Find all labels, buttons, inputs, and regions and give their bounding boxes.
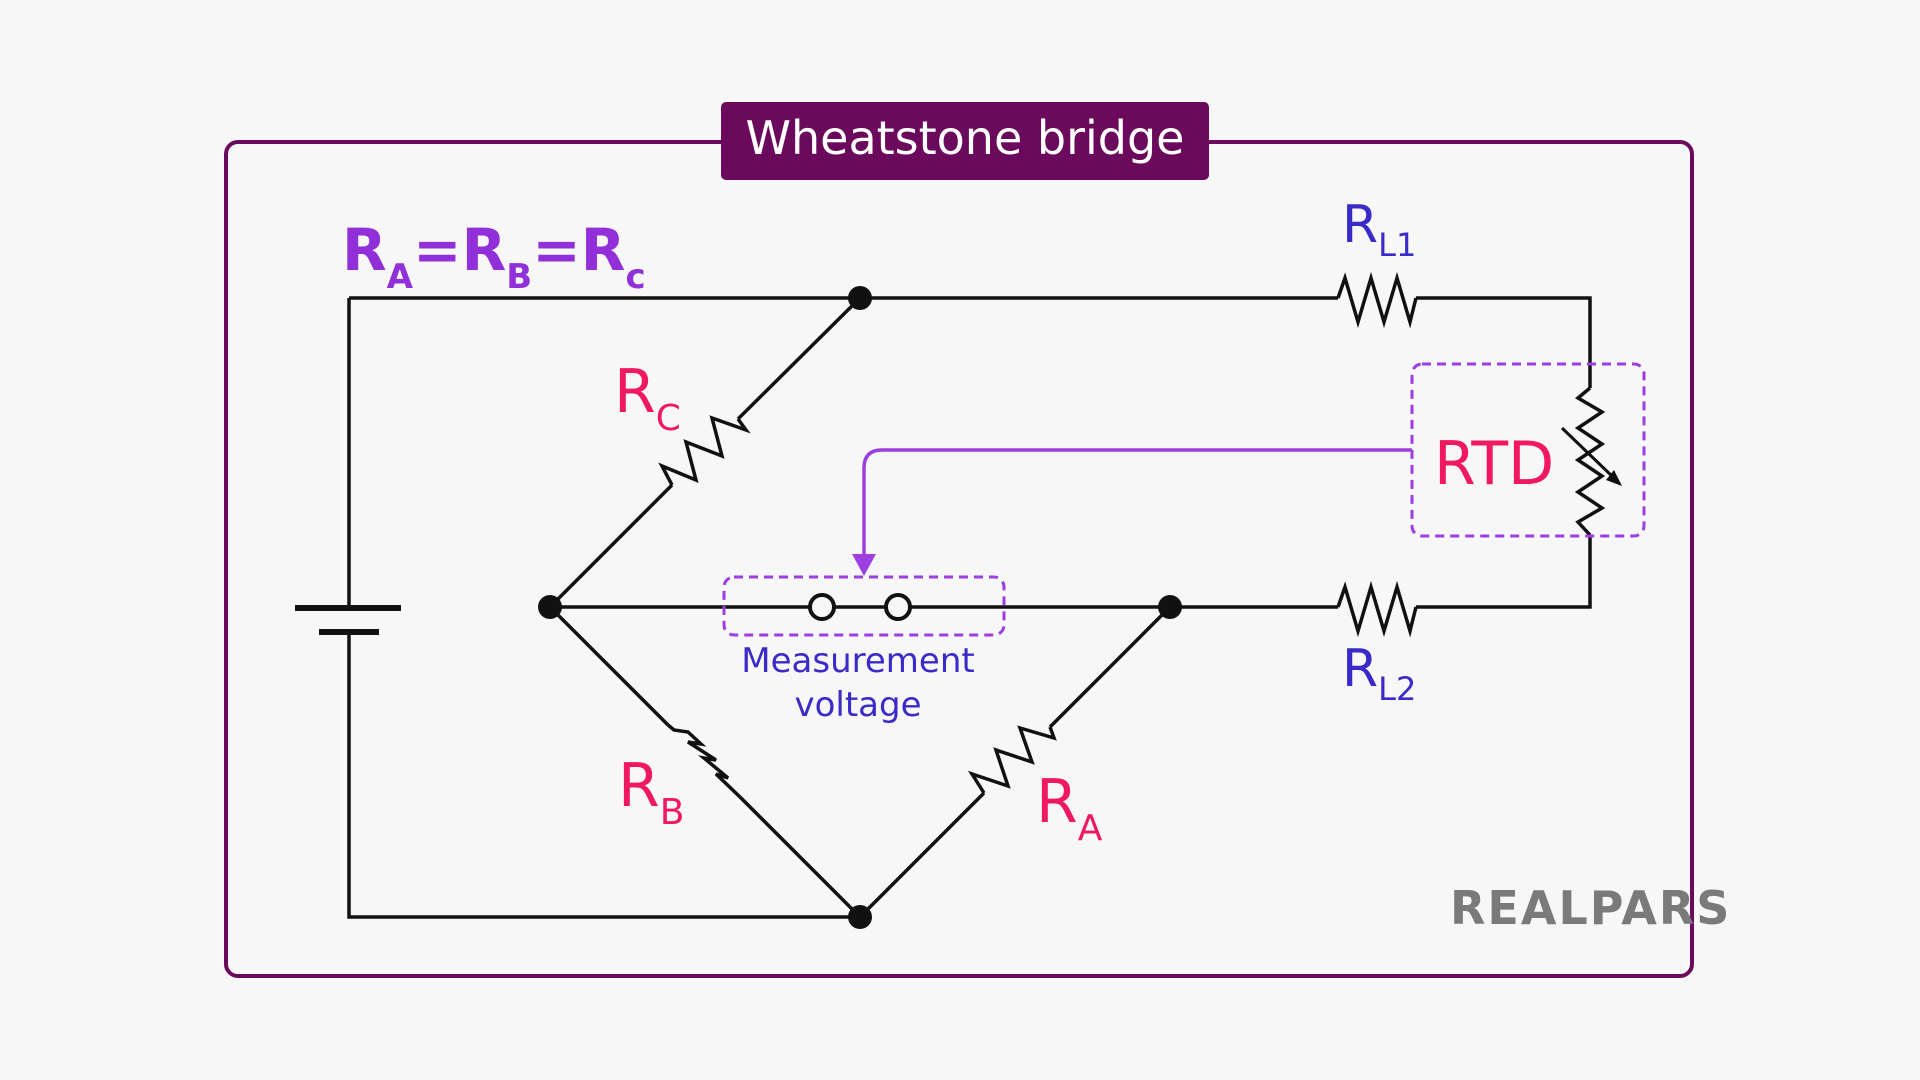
page-title: Wheatstone bridge — [746, 111, 1185, 165]
resistor-rb-icon — [666, 723, 742, 799]
eq-rc-sub: c — [625, 257, 645, 297]
eq-ra-main: R — [342, 216, 387, 284]
node-top — [848, 286, 872, 310]
rtd-label: RTD — [1434, 429, 1554, 499]
measurement-label-line1: Measurement — [741, 641, 974, 681]
rl2-main: R — [1342, 639, 1378, 699]
rl1-main: R — [1342, 195, 1378, 255]
rl1-label: RL1 — [1342, 195, 1416, 264]
rtd-arrow-icon — [1560, 426, 1622, 486]
rb-main: R — [618, 751, 660, 821]
measurement-label-line2: voltage — [794, 685, 921, 725]
battery-icon — [295, 605, 401, 635]
rb-sub: B — [660, 792, 685, 833]
eq-rb-main: =R — [413, 216, 506, 284]
wires — [347, 296, 1592, 919]
rtd-to-measurement-arrow — [852, 448, 1412, 576]
eq-rb-sub: B — [506, 257, 532, 297]
node-left — [538, 595, 562, 619]
node-right — [1158, 595, 1182, 619]
eq-ra-sub: A — [387, 257, 414, 297]
rc-label: RC — [614, 357, 681, 439]
rc-sub: C — [656, 398, 681, 439]
resistor-rl1-icon — [1336, 271, 1418, 329]
rl2-label: RL2 — [1342, 639, 1416, 708]
realpars-logo: REALPARS — [1450, 881, 1731, 935]
title-box — [721, 102, 1209, 180]
terminal-left — [808, 593, 836, 621]
node-bottom — [848, 905, 872, 929]
resistor-rl2-icon — [1336, 580, 1418, 638]
rb-label: RB — [618, 751, 684, 833]
rl1-sub: L1 — [1378, 226, 1416, 264]
eq-rc-main: =R — [532, 216, 625, 284]
terminal-right — [884, 593, 912, 621]
measurement-dashed-box — [722, 575, 1006, 637]
rc-main: R — [614, 357, 656, 427]
resistor-ra-icon — [967, 725, 1057, 794]
ra-sub: A — [1078, 808, 1103, 849]
rtd-resistor-icon — [1574, 386, 1606, 537]
equation-label: RA=RB=Rc — [342, 216, 646, 297]
rl2-sub: L2 — [1378, 670, 1416, 708]
resistor-rc-icon — [658, 415, 751, 486]
ra-label: RA — [1036, 767, 1103, 849]
ra-main: R — [1036, 767, 1078, 837]
junction-nodes — [538, 286, 1182, 929]
